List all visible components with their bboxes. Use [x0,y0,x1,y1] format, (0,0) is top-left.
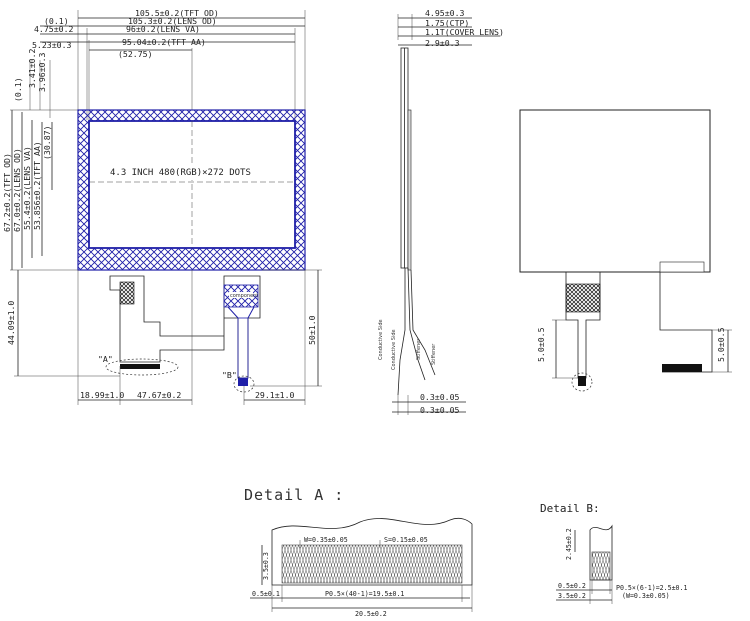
dim-left-b: 3.41±0.2 [27,48,37,88]
detail-b-edge: 0.5±0.2 [558,582,586,590]
detail-a-edge: 0.5±0.1 [252,590,280,598]
side-dim-3: 1.1T(COVER LENS) [425,27,504,37]
dim-bottom-c: 29.1±1.0 [255,390,295,400]
dim-offset-a: 4.75±0.2 [34,24,74,34]
side-dim-1: 4.95±0.3 [425,8,465,18]
detail-a-w: W=0.35±0.05 [304,536,348,544]
back-dim-2: 5.0±0.5 [716,327,726,362]
dim-left-lens-va: 55.4±0.2(LENS VA) [22,146,32,230]
dim-lens-od: 105.3±0.2(LENS OD) [128,16,217,26]
side-label-3: Stiffener [416,338,422,360]
side-dim-6: 0.3±0.05 [420,405,460,415]
front-view: 105.5±0.2(TFT OD) (0.1) 105.3±0.2(LENS O… [2,8,322,405]
detail-a: Detail A : W=0.35±0.05 S=0.15±0.05 3.5±0… [244,486,473,618]
dim-left-gap: (0.1) [13,77,23,102]
detail-a-s: S=0.15±0.05 [384,536,428,544]
detail-b: Detail B: 2.45±0.2 0.5±0.2 P0.5×(6-1)=2.… [540,502,687,604]
marker-a: "A" [98,354,113,364]
detail-b-pitch-w: (W=0.3±0.05) [622,592,670,600]
back-view: 5.0±0.5 5.0±0.5 [519,109,732,392]
detail-a-pitch: P0.5×(40-1)=19.5±0.1 [325,590,404,598]
side-label-2: Conductive Side [391,329,397,370]
detail-a-height: 3.5±0.3 [262,552,270,580]
dim-left-c: 3.96±0.3 [37,52,47,92]
fpc-stamp: component [230,293,258,299]
dim-bottom-right: 50±1.0 [307,315,317,345]
side-dim-2: 1.75(CTP) [425,18,469,28]
back-dim-1: 5.0±0.5 [536,327,546,362]
detail-b-height: 2.45±0.2 [565,528,573,560]
detail-b-total: 3.5±0.2 [558,592,586,600]
dim-left-center: (30.87) [42,125,52,160]
dim-tft-aa: 95.04±0.2(TFT AA) [122,37,206,47]
dim-left-tft-aa: 53.856±0.2(TFT AA) [32,141,42,230]
side-label-4: Stiffener [431,343,437,365]
dim-left-total: 44.09±1.0 [6,301,16,345]
detail-b-title: Detail B: [540,502,600,515]
dim-left-lens-od: 67.0±0.2(LENS OD) [12,148,22,232]
detail-a-title: Detail A : [244,486,344,504]
dim-bottom-a: 18.99±1.0 [80,390,124,400]
side-view: 4.95±0.3 1.75(CTP) 1.1T(COVER LENS) 2.9±… [378,8,504,415]
display-spec-label: 4.3 INCH 480(RGB)×272 DOTS [110,168,251,178]
dim-lens-va: 96±0.2(LENS VA) [126,24,200,34]
detail-b-pitch: P0.5×(6-1)=2.5±0.1 [616,584,687,592]
detail-a-total: 20.5±0.2 [355,610,387,618]
dim-offset-b: 5.23±0.3 [32,40,72,50]
dim-tft-od: 105.5±0.2(TFT OD) [135,8,219,18]
dim-left-tft-od: 67.2±0.2(TFT OD) [2,153,12,232]
dim-center-h: (52.75) [118,49,153,59]
side-dim-4: 2.9±0.3 [425,38,460,48]
side-label-1: Conductive Side [378,319,384,360]
dim-gap-top: (0.1) [44,16,69,26]
marker-b: "B" [222,370,237,380]
side-dim-5: 0.3±0.05 [420,392,460,402]
dim-bottom-b: 47.67±0.2 [137,390,181,400]
